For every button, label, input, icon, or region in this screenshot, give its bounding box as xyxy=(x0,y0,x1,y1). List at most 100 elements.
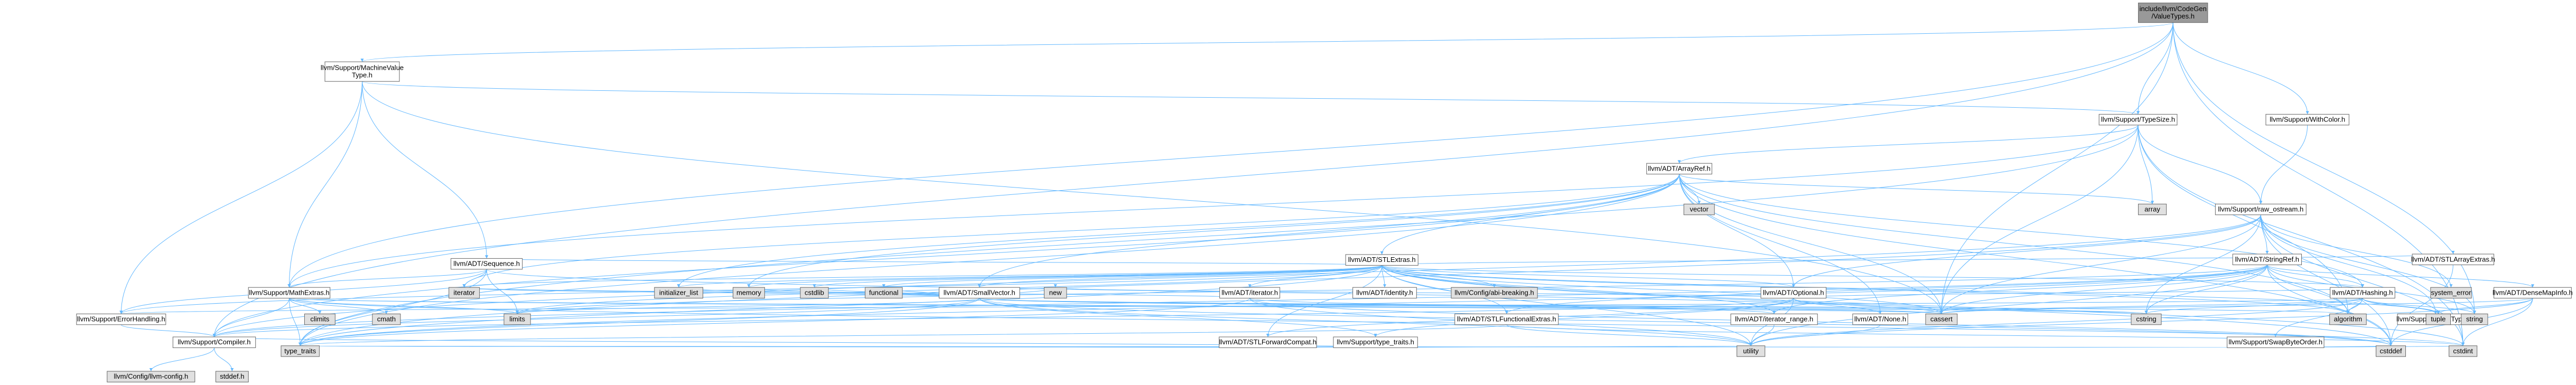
node-box-smallvector xyxy=(939,287,1020,299)
node-stlarrayextras[interactable]: llvm/ADT/STLArrayExtras.h xyxy=(2411,253,2495,265)
node-optional[interactable]: llvm/ADT/Optional.h xyxy=(1760,287,1827,299)
edge-arrayref-to-algorithm xyxy=(1679,174,2348,314)
edge-arrayref-to-hashing xyxy=(1679,174,2363,288)
node-label-memory-0: memory xyxy=(736,288,761,296)
edge-mvt-to-mathextras xyxy=(288,81,363,288)
node-box-densemapinfo xyxy=(2494,287,2572,299)
node-smallvector[interactable]: llvm/ADT/SmallVector.h xyxy=(939,287,1020,299)
node-stlfunc[interactable]: llvm/ADT/STLFunctionalExtras.h xyxy=(1454,313,1559,325)
node-iteratorh[interactable]: llvm/ADT/iterator.h xyxy=(1219,287,1281,299)
edge-smallvector-to-compiler xyxy=(214,298,980,337)
node-mathextras[interactable]: llvm/Support/MathExtras.h xyxy=(248,287,331,299)
edge-arrow-stlextras-to-identity xyxy=(1383,284,1386,288)
node-box-array xyxy=(2138,203,2167,215)
node-label-vector-0: vector xyxy=(1690,205,1709,213)
node-identity[interactable]: llvm/ADT/identity.h xyxy=(1352,287,1417,299)
node-label-sequence-0: llvm/ADT/Sequence.h xyxy=(453,260,520,268)
edge-arrayref-to-smallvector xyxy=(979,174,1680,288)
edge-stlextras-to-cassert xyxy=(1382,265,1942,314)
node-box-typetraitsh xyxy=(1333,336,1418,348)
node-label-hashing-0: llvm/ADT/Hashing.h xyxy=(2332,288,2393,296)
node-label-typesize-0: llvm/Support/TypeSize.h xyxy=(2101,116,2175,124)
node-string: string xyxy=(2461,313,2488,325)
node-arrayref[interactable]: llvm/ADT/ArrayRef.h xyxy=(1646,163,1712,175)
edge-root-to-cstdint xyxy=(2172,22,2463,346)
edge-arrow-stringref-to-densemapinfo xyxy=(2531,284,2534,288)
edge-arrow-mathextras-to-climits xyxy=(318,311,322,314)
node-label-stlarrayextras-0: llvm/ADT/STLArrayExtras.h xyxy=(2411,255,2495,263)
node-compiler[interactable]: llvm/Support/Compiler.h xyxy=(172,336,256,348)
edge-arrow-smallvector-to-functional xyxy=(882,284,885,288)
edge-arrow-smallvector-to-cstdlib xyxy=(813,284,816,288)
edge-arrow-smallvector-to-memory xyxy=(747,284,751,288)
edge-arrow-stlextras-to-sequence xyxy=(485,255,489,259)
node-box-sequence xyxy=(451,258,523,270)
node-box-typetraits xyxy=(281,345,320,357)
node-label-cassert-0: cassert xyxy=(1930,315,1953,323)
edge-arrow-sequence-to-mathextras xyxy=(287,284,291,288)
edge-densemapinfo-to-cstdint xyxy=(2462,298,2533,346)
edge-sequence-to-mathextras xyxy=(288,269,487,288)
node-box-functional xyxy=(865,287,903,299)
node-root[interactable]: include/llvm/CodeGen/ValueTypes.h xyxy=(2138,3,2208,23)
node-box-climits xyxy=(304,313,335,325)
node-rawostream[interactable]: llvm/Support/raw_ostream.h xyxy=(2215,203,2307,215)
edge-optional-to-hashing xyxy=(1793,287,2363,299)
node-cstddef: cstddef xyxy=(2376,345,2406,357)
node-sequence[interactable]: llvm/ADT/Sequence.h xyxy=(451,258,523,270)
edge-arrow-swapbyte-to-cstdint xyxy=(2461,342,2465,346)
node-stlforward[interactable]: llvm/ADT/STLForwardCompat.h xyxy=(1219,336,1317,348)
node-cstdlib: cstdlib xyxy=(800,287,829,299)
edge-stlextras-to-stlforward xyxy=(1267,265,1383,337)
node-box-rawostream xyxy=(2215,203,2307,215)
edge-mathextras-to-cmath xyxy=(288,298,387,314)
edge-mathextras-to-compiler xyxy=(214,298,290,337)
edge-arrow-compiler-to-llvmconfig xyxy=(149,368,153,371)
edge-stringref-to-compiler xyxy=(214,265,2267,337)
node-stringref[interactable]: llvm/ADT/StringRef.h xyxy=(2232,253,2302,265)
node-box-typesize xyxy=(2098,114,2178,126)
edge-compiler-to-llvmconfig xyxy=(151,348,215,372)
edge-root-to-cassert xyxy=(1941,22,2173,314)
node-label-tuple-0: tuple xyxy=(2431,315,2446,323)
node-box-stlarrayextras xyxy=(2412,253,2495,265)
edge-arrow-optional-to-new xyxy=(1053,284,1057,288)
edge-hashing-to-utility xyxy=(1750,298,2363,346)
node-densemapinfo[interactable]: llvm/ADT/DenseMapInfo.h xyxy=(2493,287,2573,299)
node-typesize[interactable]: llvm/Support/TypeSize.h xyxy=(2098,114,2178,126)
node-box-new xyxy=(1043,287,1067,299)
node-swapbyte[interactable]: llvm/Support/SwapByteOrder.h xyxy=(2227,336,2325,348)
node-box-stlextras xyxy=(1345,254,1418,266)
edge-arrow-withcolor-to-rawostream xyxy=(2259,201,2263,204)
node-box-string xyxy=(2461,313,2488,325)
node-noneh[interactable]: llvm/ADT/None.h xyxy=(1852,313,1908,325)
node-label-stlforward-0: llvm/ADT/STLForwardCompat.h xyxy=(1219,338,1317,346)
node-stddef: stddef.h xyxy=(215,371,249,382)
node-hashing[interactable]: llvm/ADT/Hashing.h xyxy=(2330,287,2395,299)
edge-root-to-mathextras xyxy=(288,22,2173,288)
node-typetraitsh[interactable]: llvm/Support/type_traits.h xyxy=(1333,336,1418,348)
edge-densemapinfo-to-cassert xyxy=(1941,298,2533,314)
node-label-densemapinfo-0: llvm/ADT/DenseMapInfo.h xyxy=(2493,288,2573,296)
edge-smallvector-to-limits xyxy=(517,298,980,314)
node-stlextras[interactable]: llvm/ADT/STLExtras.h xyxy=(1345,254,1418,266)
node-iterrange[interactable]: llvm/ADT/iterator_range.h xyxy=(1730,313,1818,325)
edge-arrow-densemapinfo-to-tuple xyxy=(2437,311,2440,314)
edge-arrow-stlextras-to-iteratorh xyxy=(1248,284,1252,288)
node-vector: vector xyxy=(1683,203,1715,215)
node-box-cmath xyxy=(372,313,401,325)
edge-root-to-withcolor xyxy=(2172,22,2308,115)
node-new: new xyxy=(1043,287,1067,299)
node-box-optional xyxy=(1760,287,1827,299)
edge-arrow-stringref-to-hashing xyxy=(2360,284,2364,288)
edge-arrayref-to-optional xyxy=(1679,174,1794,288)
edge-arrow-mathextras-to-limits xyxy=(516,311,519,314)
node-errorhandling[interactable]: llvm/Support/ErrorHandling.h xyxy=(76,313,166,325)
edge-stlextras-to-iterrange xyxy=(1382,265,1775,314)
node-withcolor[interactable]: llvm/Support/WithColor.h xyxy=(2265,114,2349,126)
edge-typesize-to-rawostream xyxy=(2138,125,2261,204)
edge-typesize-to-array xyxy=(2138,125,2153,204)
node-box-cstddef xyxy=(2376,345,2406,357)
edge-rawostream-to-typetraits xyxy=(300,214,2261,346)
